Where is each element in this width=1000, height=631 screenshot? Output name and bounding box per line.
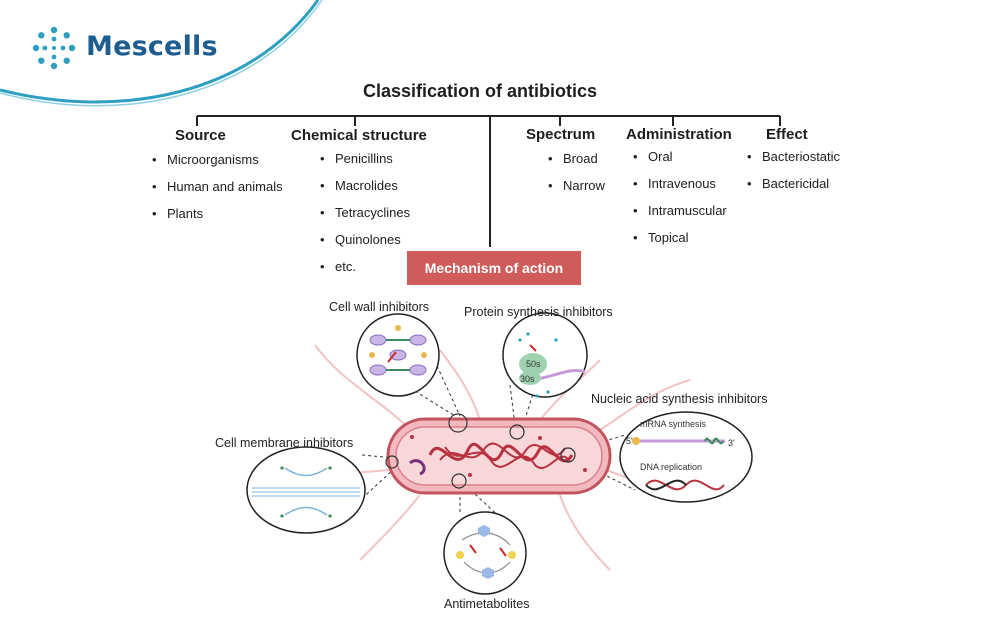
ribosome-30s-label: 30s — [520, 374, 535, 384]
category-list-administration: Oral Intravenous Intramuscular Topical — [633, 149, 727, 257]
list-item: Macrolides — [320, 178, 410, 205]
diagram-title: Classification of antibiotics — [362, 81, 598, 101]
flagella-icon — [299, 344, 701, 571]
mechanism-of-action-banner: Mechanism of action — [407, 251, 581, 285]
category-heading-spectrum: Spectrum — [526, 126, 596, 143]
brand-name: Mescells — [86, 31, 218, 62]
mrna-synthesis-label: mRNA synthesis — [640, 419, 707, 429]
list-item: Microorganisms — [152, 152, 283, 179]
list-item: Topical — [633, 230, 727, 257]
target-markers — [385, 413, 576, 489]
category-list-effect: Bacteriostatic Bactericidal — [747, 149, 840, 203]
antimetabolites-inset — [443, 511, 527, 595]
label-antimetabolites: Antimetabolites — [444, 597, 530, 611]
protein-synthesis-inset: 50s 30s — [502, 312, 588, 398]
label-cell-membrane-inhibitors: Cell membrane inhibitors — [215, 436, 354, 450]
list-item: Broad — [548, 151, 605, 178]
label-protein-synthesis-inhibitors: Protein synthesis inhibitors — [464, 305, 613, 319]
list-item: Penicillins — [320, 151, 410, 178]
list-item: Bactericidal — [747, 176, 840, 203]
five-prime-label: 5' — [626, 436, 633, 446]
list-item: Human and animals — [152, 179, 283, 206]
list-item: Bacteriostatic — [747, 149, 840, 176]
category-heading-source: Source — [175, 127, 226, 144]
list-item: Quinolones — [320, 232, 410, 259]
list-item: Plants — [152, 206, 283, 233]
list-item: Oral — [633, 149, 727, 176]
category-list-chemical-structure: Penicillins Macrolides Tetracyclines Qui… — [320, 151, 410, 286]
category-list-source: Microorganisms Human and animals Plants — [152, 152, 283, 233]
category-heading-effect: Effect — [766, 126, 808, 143]
category-heading-administration: Administration — [626, 126, 732, 143]
cell-membrane-inset — [246, 446, 366, 534]
list-item: Intramuscular — [633, 203, 727, 230]
dna-replication-label: DNA replication — [640, 462, 702, 472]
category-heading-chemical-structure: Chemical structure — [291, 127, 427, 144]
label-nucleic-acid-synthesis-inhibitors: Nucleic acid synthesis inhibitors — [591, 392, 768, 406]
label-cell-wall-inhibitors: Cell wall inhibitors — [329, 300, 430, 314]
three-prime-label: 3' — [728, 438, 735, 448]
list-item: Narrow — [548, 178, 605, 205]
list-item: etc. — [320, 259, 410, 286]
mescells-dots-logo-icon — [32, 26, 76, 70]
brand-arc-decoration — [0, 0, 323, 107]
category-list-spectrum: Broad Narrow — [548, 151, 605, 205]
nucleic-acid-inset: mRNA synthesis 5' 3' DNA replication — [619, 411, 753, 503]
tree-connector-lines — [196, 115, 781, 247]
cell-wall-inset — [356, 313, 440, 397]
ribosome-50s-label: 50s — [526, 359, 541, 369]
bacterium-cell-icon — [386, 417, 612, 495]
list-item: Tetracyclines — [320, 205, 410, 232]
list-item: Intravenous — [633, 176, 727, 203]
